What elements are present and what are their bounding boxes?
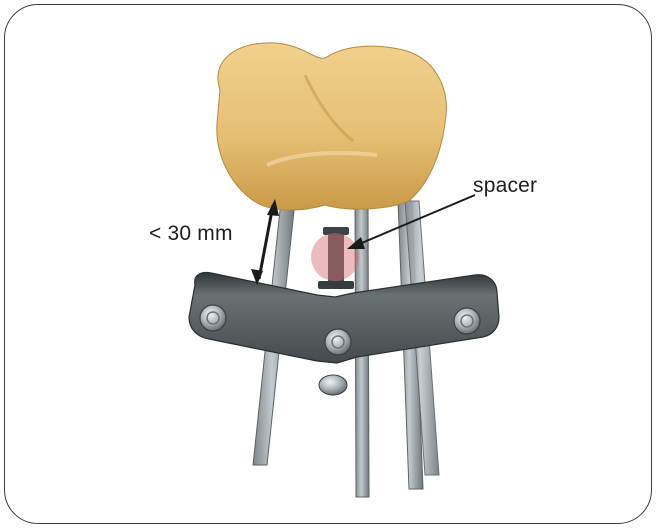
distance-label: < 30 mm [149,223,233,244]
bolt-icon [325,329,351,355]
figure-frame: spacer < 30 mm [4,4,652,524]
bolt-icon [200,305,226,331]
fixator-bar [189,273,499,396]
bolt-icon [454,308,480,334]
tibial-plateau-bone [217,43,447,210]
spacer-highlight [311,233,359,281]
external-fixator-illustration [5,5,652,524]
bolt-icon [319,375,347,395]
spacer-label: spacer [473,175,537,196]
spacer-device [311,227,359,289]
